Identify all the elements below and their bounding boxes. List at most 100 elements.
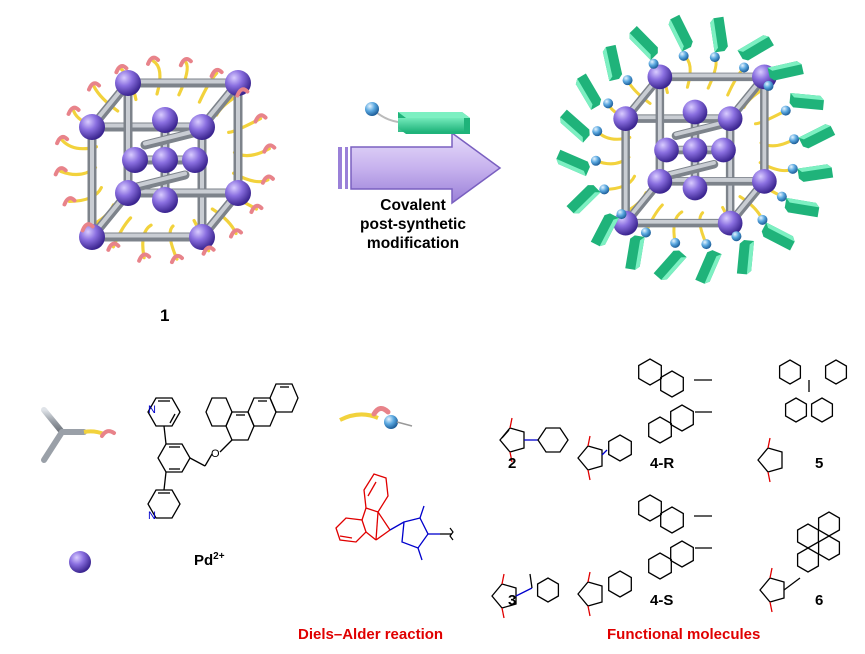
diels-alder-icon bbox=[339, 406, 413, 429]
pd-node bbox=[613, 106, 639, 131]
naphthyl-d-4s bbox=[638, 494, 662, 522]
attached-ball bbox=[739, 62, 750, 73]
pyrene-1 bbox=[796, 547, 820, 573]
maleimide-4s bbox=[577, 581, 603, 607]
attached-ball bbox=[776, 191, 787, 202]
cage-label: 1 bbox=[160, 306, 170, 325]
pd-node bbox=[682, 137, 708, 163]
attached-ball bbox=[780, 105, 791, 116]
block-top bbox=[786, 197, 820, 208]
block-top bbox=[661, 257, 687, 280]
bond-3-n bbox=[515, 587, 533, 597]
block-top bbox=[710, 18, 719, 53]
diene-tip bbox=[201, 245, 216, 256]
compound-label-4s: 4-S bbox=[650, 592, 674, 609]
naphthyl-a-4s bbox=[648, 552, 672, 580]
linker-tail bbox=[151, 59, 162, 96]
pd-node bbox=[654, 137, 679, 163]
reaction-arrow bbox=[338, 131, 502, 205]
pd-node bbox=[189, 224, 215, 250]
pyridine-n-bottom: N bbox=[148, 510, 156, 522]
caption-line-2: post-synthetic bbox=[360, 216, 466, 233]
functional-block bbox=[736, 240, 755, 275]
maleimide-6-o1 bbox=[769, 567, 773, 579]
diene-tip bbox=[262, 143, 277, 154]
phenyl-4r bbox=[608, 434, 632, 462]
tpe-ring-1 bbox=[784, 397, 808, 423]
block-side bbox=[798, 124, 836, 149]
pd-label: Pd2+ bbox=[194, 551, 225, 569]
pd-node bbox=[152, 187, 178, 213]
pd-node bbox=[225, 180, 251, 206]
functional-block bbox=[590, 213, 619, 247]
block-top bbox=[797, 164, 832, 173]
naphthyl-a-4r bbox=[648, 416, 672, 444]
pd-node bbox=[717, 106, 743, 131]
functional-block bbox=[560, 109, 590, 143]
functional-block bbox=[798, 124, 836, 149]
maleimide-3-o1 bbox=[501, 573, 505, 585]
pyridine-n-top: N bbox=[148, 404, 156, 416]
functional-block bbox=[767, 61, 804, 81]
functional-block bbox=[710, 16, 728, 53]
attached-ball bbox=[640, 227, 651, 238]
compound-label-6: 6 bbox=[815, 592, 824, 609]
ligand-structure bbox=[147, 383, 299, 519]
functional-molecules-caption: Functional molecules bbox=[607, 626, 761, 643]
pd-node bbox=[647, 64, 673, 90]
bond-6-ch2 bbox=[783, 577, 801, 591]
attached-ball bbox=[701, 239, 712, 250]
block-side bbox=[556, 149, 590, 177]
diene-tip bbox=[53, 166, 68, 177]
pd-node bbox=[682, 99, 708, 125]
compound-label-5: 5 bbox=[815, 455, 824, 472]
diene-tip bbox=[55, 134, 70, 146]
diene-tip bbox=[235, 87, 250, 98]
maleimide-4r-o1 bbox=[587, 435, 591, 447]
compound-label-3: 3 bbox=[508, 592, 517, 609]
block-top bbox=[790, 93, 824, 101]
maleimide-6-o2 bbox=[769, 601, 773, 613]
tpe-ring-3 bbox=[778, 359, 802, 385]
functional-block bbox=[695, 250, 722, 284]
phenyl-4s bbox=[608, 570, 632, 598]
compound-label-4r: 4-R bbox=[650, 455, 675, 472]
maleimide-4r-o2 bbox=[587, 469, 591, 481]
pd-node bbox=[79, 114, 105, 140]
attached-ball bbox=[648, 58, 659, 69]
arrow-caption: Covalent post-synthetic modification bbox=[318, 196, 508, 253]
diene-tip bbox=[106, 241, 121, 252]
attached-ball bbox=[670, 237, 681, 248]
functional-block bbox=[625, 235, 645, 270]
linker-tail bbox=[197, 71, 219, 104]
diene-tip bbox=[137, 252, 152, 263]
functional-block bbox=[797, 164, 834, 182]
compound-label-2: 2 bbox=[508, 455, 517, 472]
attached-ball bbox=[763, 80, 774, 91]
pd-charge: 2+ bbox=[213, 551, 225, 562]
pyrene-2 bbox=[817, 535, 841, 561]
linker-tail bbox=[177, 60, 189, 97]
caption-line-1: Covalent bbox=[380, 197, 446, 214]
diels-alder-caption: Diels–Alder reaction bbox=[298, 626, 444, 643]
diene-tip bbox=[260, 174, 275, 185]
pd-node bbox=[189, 114, 215, 140]
functional-block bbox=[761, 222, 795, 251]
pd-node bbox=[79, 224, 105, 250]
block-top bbox=[704, 254, 722, 284]
naphthyl-c-4s bbox=[660, 506, 684, 534]
diels-alder-adduct-structure bbox=[335, 473, 454, 561]
pd-node bbox=[122, 147, 148, 173]
modified-cage-illustration bbox=[556, 14, 836, 284]
pd-node bbox=[711, 137, 736, 163]
functional-block bbox=[784, 197, 820, 218]
block-top bbox=[767, 61, 802, 71]
diene-tip bbox=[169, 253, 184, 265]
diene-tip bbox=[87, 81, 102, 92]
block-side bbox=[761, 222, 795, 251]
maleimide-4s-o2 bbox=[587, 605, 591, 617]
block-top bbox=[556, 158, 586, 177]
diene-tip bbox=[80, 222, 95, 233]
tpe-ring-4 bbox=[824, 359, 848, 385]
attached-ball bbox=[599, 184, 610, 195]
